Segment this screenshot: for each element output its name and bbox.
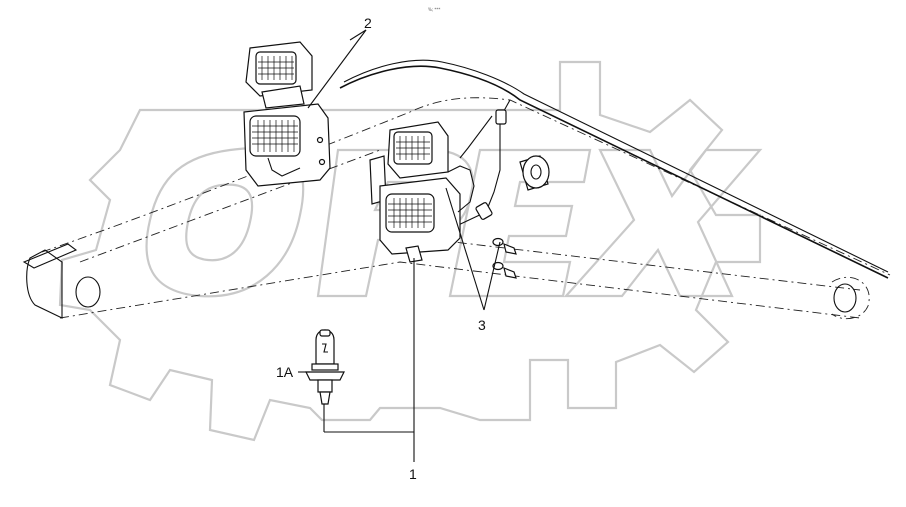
centre-lamp-stand	[405, 245, 423, 263]
cable-connector	[475, 202, 493, 220]
lower-lamp-bolt-2	[318, 158, 326, 166]
lower-lamp-mount	[267, 157, 301, 177]
mounting-hardware	[492, 237, 517, 279]
upper-lamp-grille	[258, 56, 294, 80]
centre-lamp-wire	[447, 165, 475, 213]
bulb-filament	[322, 343, 328, 353]
washer-upper	[492, 237, 504, 247]
bushing	[519, 155, 550, 191]
leader-2-b	[349, 29, 367, 41]
boom-arm-right-pivot-hole	[833, 283, 857, 313]
bulb-base	[317, 379, 333, 393]
halogen-bulb	[305, 329, 345, 405]
leader-2	[307, 29, 367, 109]
bolt-lower	[503, 267, 517, 279]
bulb-collar	[311, 363, 339, 371]
callout-1: 1	[409, 466, 417, 482]
boom-arm-left-pivot-hole	[75, 276, 101, 308]
centre-lower-lamp-lens	[385, 193, 435, 233]
bushing-bore	[530, 164, 542, 180]
lamp-assembly-left	[243, 41, 331, 187]
boom-arm-left-end	[26, 249, 63, 319]
callout-2: 2	[364, 15, 372, 31]
bulb-cap	[319, 329, 331, 337]
cable-clip	[495, 109, 507, 125]
upper-lamp-bracket	[261, 85, 305, 109]
callout-3: 3	[478, 317, 486, 333]
bolt-upper	[503, 243, 517, 255]
washer-lower	[492, 261, 504, 271]
cable-to-bracket	[459, 115, 493, 159]
watermark-letter-e	[448, 148, 592, 298]
leader-lines	[298, 29, 501, 462]
watermark-gear	[58, 60, 762, 442]
callout-1a: 1A	[276, 364, 294, 380]
bulb-flange	[305, 371, 345, 381]
boom-arm-upper-edge	[41, 97, 891, 276]
lower-lamp-grille	[252, 120, 298, 152]
lamp-assembly-centre	[369, 121, 475, 263]
lower-lamp-lens	[249, 115, 301, 157]
lower-lamp-bolt	[316, 136, 324, 144]
boom-arm-left-plate	[22, 243, 78, 269]
header-code: %; ***	[428, 7, 440, 12]
boom-arm-lower-edge	[59, 261, 861, 319]
bushing-face	[522, 155, 550, 189]
centre-upper-lamp-grille	[396, 136, 430, 160]
cable-main-run	[339, 65, 889, 279]
centre-lower-lamp-grille	[388, 198, 432, 228]
bulb-pins	[319, 391, 331, 405]
leader-3-b	[483, 241, 501, 311]
boom-arm-right-end	[831, 276, 870, 320]
leader-3-a	[445, 187, 485, 311]
watermark-letter-x	[563, 148, 763, 298]
cable-main-run-outer	[343, 59, 889, 273]
